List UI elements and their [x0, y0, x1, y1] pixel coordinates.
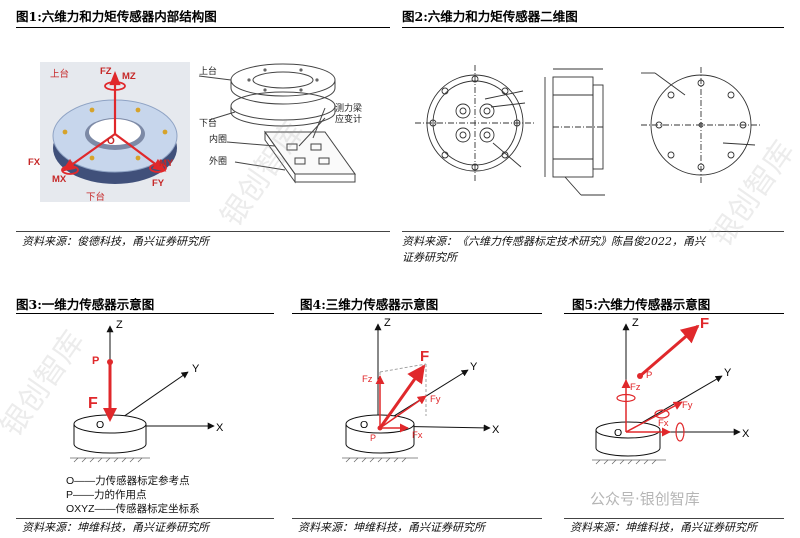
fig1-bottom-rule	[16, 231, 390, 232]
fig4-axis-z: Z	[384, 317, 391, 329]
fig3-top-rule	[16, 313, 274, 314]
fig5-axis-z: Z	[632, 317, 639, 329]
fig3-legend-o: O——力传感器标定参考点	[66, 475, 190, 487]
fig4-origin-o: O	[360, 419, 368, 431]
fig2-top-rule	[402, 27, 784, 28]
fig1-drawing-label-top: 上台	[199, 65, 217, 76]
fig4-axis-y: Y	[470, 361, 478, 373]
fig5-origin-o: O	[614, 427, 622, 439]
fig3-diagram: Z Y X P F O	[70, 319, 224, 463]
fig2-source-line2: 证券研究所	[402, 251, 457, 264]
fig3-title: 图3:一维力传感器示意图	[16, 297, 155, 312]
fig4-bottom-rule	[292, 518, 542, 519]
fig1-label-top: 上台	[50, 68, 69, 80]
fig4-diagram: Z Y X F Fz Fy Fx P O	[342, 317, 500, 463]
fig5-axis-x: X	[742, 428, 750, 440]
fig5-force-fx: Fx	[658, 418, 669, 429]
fig4-title: 图4:三维力传感器示意图	[300, 297, 439, 312]
fig5-bottom-rule	[564, 518, 784, 519]
fig3-legend-p: P——力的作用点	[66, 489, 147, 501]
fig4-force-fx: Fx	[412, 430, 423, 441]
fig3-legend-oxyz: OXYZ——传感器标定坐标系	[66, 503, 200, 515]
fig4-top-rule	[292, 313, 542, 314]
fig3-origin-o: O	[96, 419, 104, 431]
fig5-point-p: P	[646, 370, 652, 381]
fig4-source: 资料来源：坤维科技，甬兴证券研究所	[298, 521, 485, 534]
fig1-label-mx: MX	[52, 174, 67, 185]
fig5-title: 图5:六维力传感器示意图	[572, 297, 711, 312]
wechat-badge: 公众号·银创智库	[590, 490, 700, 508]
fig1-label-fy: FY	[152, 178, 165, 189]
fig4-point-p: P	[370, 433, 376, 443]
fig1-label-my: MY	[159, 158, 174, 169]
fig3-point-p: P	[92, 355, 99, 367]
fig5-force-fy: Fy	[682, 400, 693, 411]
fig1-label-fz: FZ	[100, 66, 112, 77]
fig1-drawing-label-outer: 外圈	[209, 155, 227, 166]
fig1-drawing-label-bottom: 下台	[199, 117, 217, 128]
fig3-bottom-rule	[16, 518, 274, 519]
fig5-top-rule	[564, 313, 784, 314]
fig4-force-fy: Fy	[430, 394, 441, 405]
fig1-label-mz: MZ	[122, 71, 136, 82]
fig1-photo: 上台 FZ MZ O FX MX MY FY 下台	[28, 62, 190, 203]
fig1-label-o: O	[107, 136, 115, 147]
fig1-label-fx: FX	[28, 157, 41, 168]
fig1-drawing-label-beam: 测力梁	[335, 102, 362, 113]
fig2-source-line1: 资料来源：《六维力传感器标定技术研究》陈昌俊2022，甬兴	[402, 235, 705, 248]
fig3-axis-x: X	[216, 422, 224, 434]
fig3-source: 资料来源：坤维科技，甬兴证券研究所	[22, 521, 209, 534]
fig2-technical-drawing	[415, 65, 761, 196]
fig5-source: 资料来源：坤维科技，甬兴证券研究所	[570, 521, 757, 534]
fig4-force-fz: Fz	[362, 374, 373, 385]
fig2-title: 图2:六维力和力矩传感器二维图	[402, 9, 578, 24]
fig5-diagram: Z Y X F Fz Fy Fx P O	[592, 315, 750, 465]
fig3-axis-z: Z	[116, 319, 123, 331]
fig1-title: 图1:六维力和力矩传感器内部结构图	[16, 9, 217, 24]
fig1-drawing-label-gauge: 应变计	[335, 113, 362, 124]
fig4-axis-x: X	[492, 424, 500, 436]
fig1-label-bottom: 下台	[86, 191, 105, 203]
fig5-force-f: F	[700, 315, 709, 332]
fig5-axis-y: Y	[724, 367, 732, 379]
fig1-drawing-label-inner: 内圈	[209, 133, 227, 144]
fig5-force-fz: Fz	[630, 382, 641, 393]
fig3-legend: O——力传感器标定参考点 P——力的作用点 OXYZ——传感器标定坐标系	[66, 474, 200, 516]
fig1-source: 资料来源：俊德科技，甬兴证券研究所	[22, 235, 209, 248]
fig2-bottom-rule	[402, 231, 784, 232]
fig1-top-rule	[16, 27, 390, 28]
fig4-force-f: F	[420, 348, 429, 365]
fig1-exploded-drawing: 上台 下台 测力梁 应变计 内圈 外圈	[198, 63, 362, 184]
fig3-force-f: F	[88, 395, 98, 412]
fig3-axis-y: Y	[192, 363, 200, 375]
